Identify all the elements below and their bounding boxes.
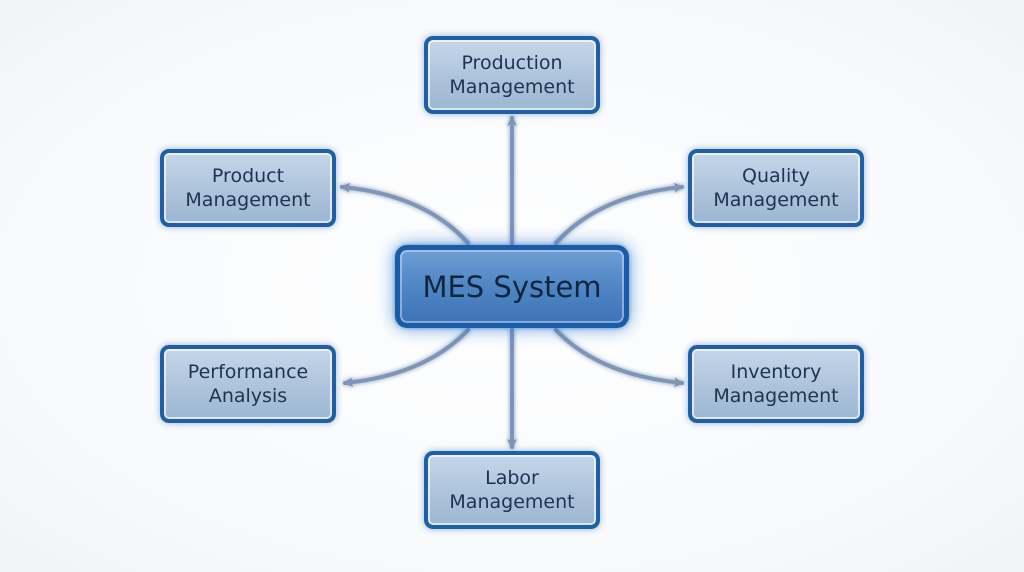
inventory-management-label: Inventory Management (713, 361, 839, 407)
production-management-box: Production Management (424, 36, 600, 114)
labor-management-box: Labor Management (424, 451, 600, 529)
arrow-to-product (340, 182, 470, 245)
product-management-label: Product Management (185, 165, 311, 211)
mes-system-box: MES System (395, 245, 629, 328)
arrow-to-performance (343, 328, 470, 388)
quality-management-label: Quality Management (713, 165, 839, 211)
product-management-box: Product Management (160, 149, 336, 227)
performance-analysis-box: Performance Analysis (160, 345, 336, 423)
arrow-to-quality (554, 182, 684, 245)
mes-system-label: MES System (422, 269, 602, 304)
arrow-to-inventory (554, 328, 684, 388)
quality-management-box: Quality Management (688, 149, 864, 227)
production-management-label: Production Management (449, 52, 575, 98)
labor-management-label: Labor Management (449, 467, 575, 513)
performance-analysis-label: Performance Analysis (187, 361, 309, 407)
inventory-management-box: Inventory Management (688, 345, 864, 423)
